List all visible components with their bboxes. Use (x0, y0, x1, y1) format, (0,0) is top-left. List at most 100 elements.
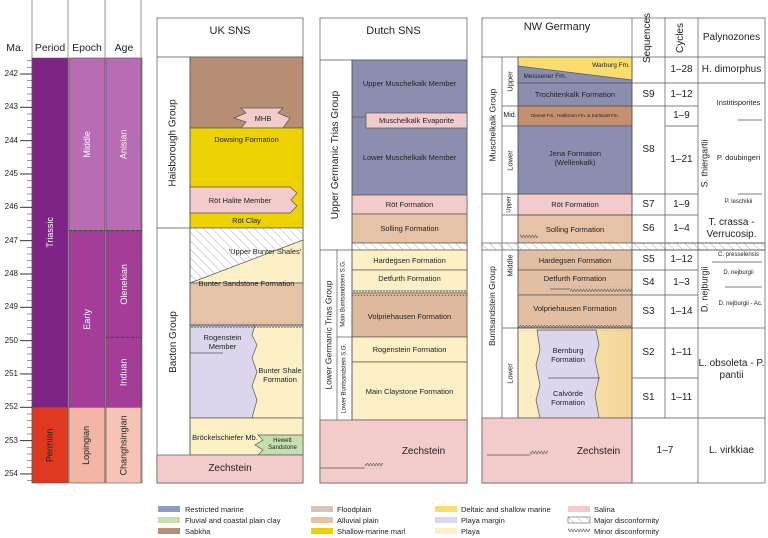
legend-item: Playa (461, 526, 480, 536)
palynozone-c-presselensis: C. presselensis (717, 252, 759, 259)
rogenstein-formation: Rogenstein Formation (372, 345, 447, 354)
solling-formation-nw: Solling Formation (545, 224, 605, 234)
palynozones-header: Palynozones (702, 32, 761, 43)
buntsandstein-group: Buntsandstein Group (486, 266, 497, 346)
palynozone-t-crassa: T. crassa - Verrucosip. (706, 217, 757, 240)
palynozone-p-doubingeri: P. doubingeri (716, 152, 761, 162)
ma-tick-label: 244 (4, 135, 18, 145)
ma-tick-label: 254 (4, 468, 18, 478)
sequence-s3: S3 (642, 305, 655, 317)
palynozone-d-nejburgii-ac: D. nejburgii - Ac. (718, 301, 763, 308)
hewett-shape (254, 434, 304, 456)
period-label: Permian (44, 428, 55, 462)
bunter-shale-formation: Bunter Shale Formation (258, 366, 302, 384)
hardegsen-formation-dutch: Hardegsen Formation (373, 255, 446, 265)
epoch-header: Epoch (72, 41, 102, 54)
palynozone-l-virkkiae: L. virkkiae (708, 444, 754, 456)
epoch-label: Lopingian (81, 425, 92, 465)
age-block (105, 57, 143, 231)
detfurth-formation-nw: Detfurth Formation (543, 273, 607, 283)
haisborough-group: Haisborough Group (167, 98, 179, 187)
bs-middle-subgroup: Middle (505, 253, 515, 277)
ma-tick-label: 251 (4, 368, 18, 378)
ma-tick-label: 247 (4, 235, 18, 245)
uk-sns-graphics (156, 17, 304, 484)
legend-item: Shallow-marine marl (337, 526, 406, 536)
timescale-columns (20, 0, 143, 484)
sequence-s7: S7 (642, 198, 655, 210)
sequence-s5: S5 (642, 254, 655, 265)
palynozone-institisporites: Institisporites (716, 97, 761, 107)
cycles-trochitenkalk: 1–12 (670, 88, 693, 100)
diemel-heilbronn-karlstadt: Diemel Fm., Heilbronn Fm. & Karlstadt Fm… (531, 113, 619, 119)
jena-formation: Jena Formation (Wellenkalk) (548, 149, 602, 167)
epoch-block (68, 57, 106, 231)
cycles-hardegsen: 1–12 (670, 254, 693, 265)
sequence-s6: S6 (642, 223, 655, 234)
rogenstein-member: Rogenstein Member (203, 333, 242, 351)
lower-buntsandstein-subgroup: Lower Buntsandstein S.G. (340, 343, 347, 414)
dutch-sns-title: Dutch SNS (366, 25, 421, 38)
calvorde-formation: Calvörde Formation (551, 389, 585, 407)
age-block (105, 406, 143, 484)
rot-formation-nw: Röt Formation (551, 200, 599, 209)
mk-mid-subgroup: Mid. (503, 111, 517, 119)
hewett-sandstone: Hewett Sandstone (268, 437, 297, 451)
upper-muschelkalk-member: Upper Muschelkalk Member (362, 78, 457, 88)
detfurth-formation-dutch: Detfurth Formation (378, 273, 441, 283)
ma-tick-label: 249 (4, 302, 18, 312)
period-label: Triassic (44, 217, 55, 248)
bacton-group: Bacton Group (167, 310, 179, 373)
cycles-calvorde: 1–11 (670, 392, 693, 403)
zechstein-uk: Zechstein (208, 463, 252, 474)
age-label: Anisian (118, 129, 129, 160)
epoch-label: Middle (81, 131, 92, 158)
ma-tick-label: 248 (4, 268, 18, 278)
rot-clay: Röt Clay (232, 216, 261, 225)
palynozone-d-nejburgii-sub: D. nejburgii (723, 270, 754, 277)
age-label: Induan (118, 358, 129, 387)
mhb-label: MHB (254, 113, 272, 123)
period-header: Period (34, 41, 66, 54)
ma-tick-label: 250 (4, 335, 18, 345)
legend-item: Salina (594, 504, 615, 514)
hardegsen-formation-nw: Hardegsen Formation (538, 255, 612, 265)
legend-swatches (158, 506, 591, 534)
legend-item: Playa margin (461, 515, 505, 525)
cycles-volpriehausen: 1–14 (670, 305, 693, 317)
age-label: Changhsingian (118, 415, 129, 476)
mk-upper-subgroup: Upper (505, 71, 515, 92)
dowsing-formation: Dowsing Formation (214, 134, 279, 144)
rot-halite-member: Röt Halite Member (208, 195, 272, 205)
brockelschiefer-member: Bröckelschiefer Mb. (192, 432, 258, 442)
legend-item: Restricted marine (185, 504, 244, 514)
sequence-s1: S1 (642, 392, 655, 403)
rot-formation-dutch: Röt Formation (385, 200, 434, 209)
sequence-s9: S9 (642, 88, 655, 100)
bernburg-formation: Bernburg Formation (551, 346, 585, 364)
cycles-solling: 1–4 (673, 223, 690, 234)
solling-formation-dutch: Solling Formation (380, 224, 439, 233)
sequences-header: Sequences (642, 12, 654, 63)
warburg-formation: Warburg Fm. (592, 62, 630, 70)
legend-item: Deltaic and shallow marine (461, 504, 551, 514)
meissener-formation: Meissener Fm. (523, 73, 567, 81)
legend-item: Minor disconformity (594, 526, 660, 536)
main-claystone-formation: Main Claystone Formation (365, 386, 454, 396)
legend-item: Major disconformity (594, 515, 660, 525)
cycles-bernburg: 1–11 (670, 347, 693, 358)
legend-item: Alluvial plain (337, 515, 379, 525)
dutch-sns-graphics (319, 17, 468, 484)
sequence-s4: S4 (642, 276, 655, 288)
legend-item: Floodplain (337, 504, 372, 514)
rot-halite-shape (189, 186, 298, 214)
upper-germanic-trias-group: Upper Germanic Trias Group (330, 90, 342, 220)
epoch-block (68, 406, 106, 484)
cycles-header: Cycles (675, 22, 687, 53)
ma-tick-label: 253 (4, 435, 18, 445)
cycles-detfurth: 1–3 (673, 276, 690, 288)
palynozone-l-obsoleta: L. obsoleta - P. pantii (698, 358, 765, 381)
bs-lower-subgroup: Lower (505, 362, 515, 384)
bunter-sandstone-formation: Bunter Sandstone Formation (198, 278, 295, 288)
